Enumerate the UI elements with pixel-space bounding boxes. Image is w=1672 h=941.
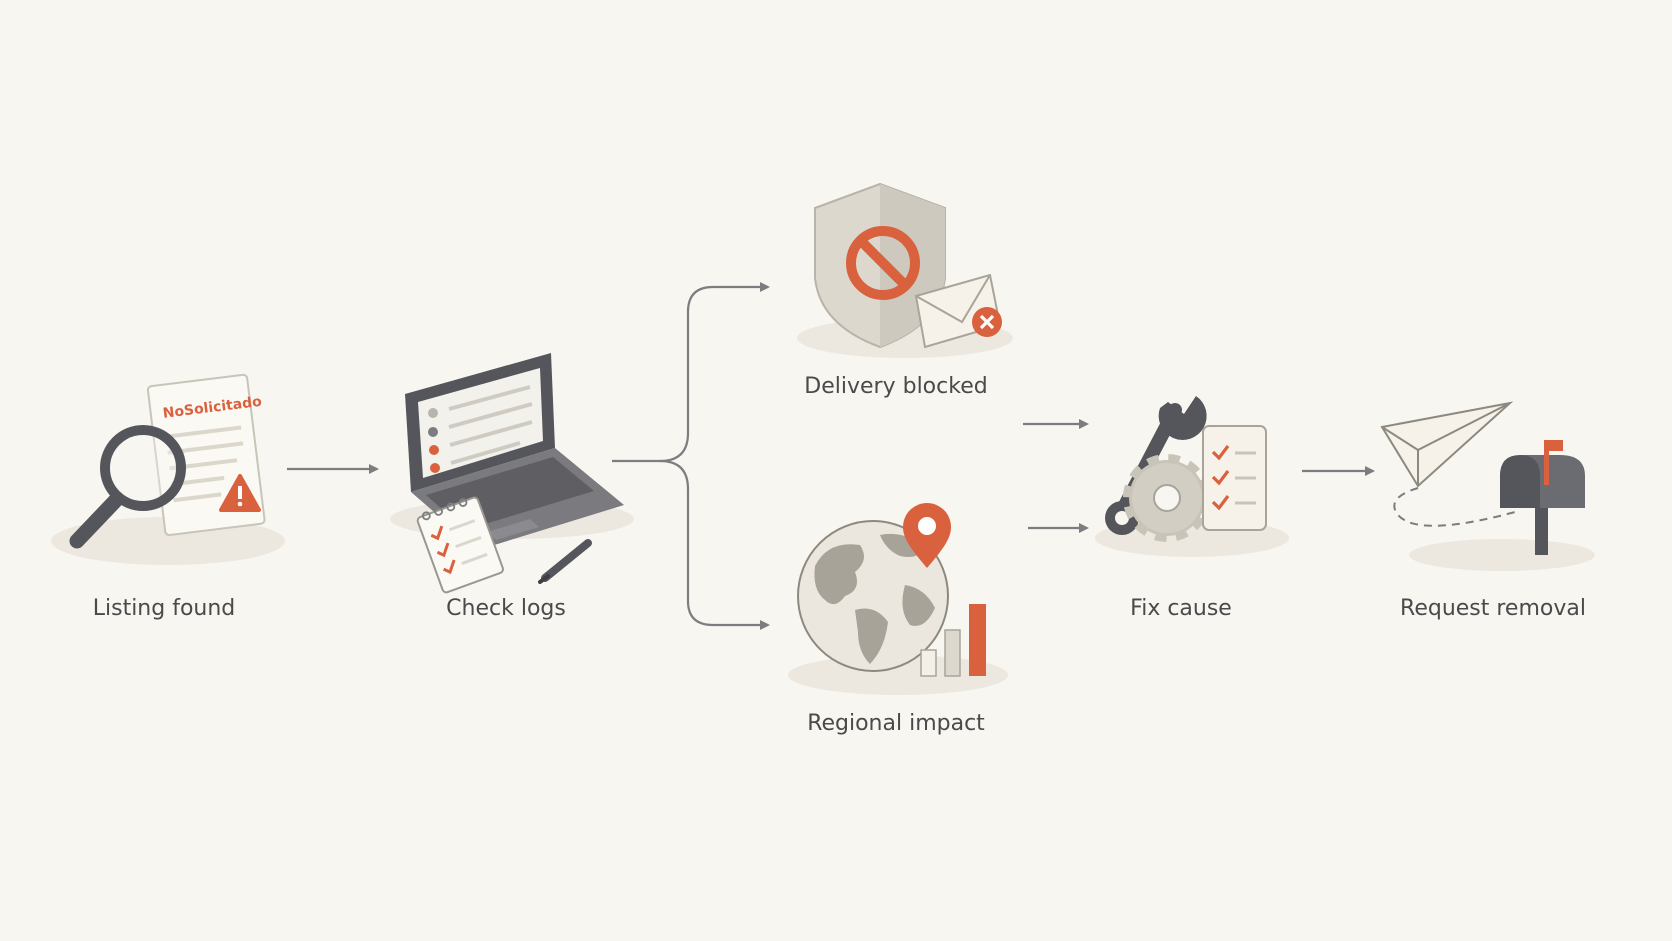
bar-chart-icon xyxy=(920,604,986,677)
dashed-flight-path xyxy=(1393,487,1516,527)
wrench-gear-checklist-icon xyxy=(1095,396,1289,557)
location-pin-icon xyxy=(903,503,951,568)
checklist-card-icon xyxy=(1202,425,1267,531)
paper-plane-mailbox-icon xyxy=(1380,401,1595,571)
branch-connector xyxy=(612,282,770,463)
warning-triangle-icon xyxy=(219,474,261,512)
step-label-regional-impact: Regional impact xyxy=(807,711,985,736)
globe-location-chart-icon xyxy=(788,503,1008,695)
prohibited-icon xyxy=(846,226,920,300)
step-label-check-logs: Check logs xyxy=(446,596,566,621)
magnifier-document-warning-icon: NoSolicitado xyxy=(51,373,285,565)
magnifying-glass-icon xyxy=(69,425,186,549)
checklist-notepad-icon xyxy=(416,496,504,594)
gear-icon xyxy=(1123,454,1211,542)
globe-icon xyxy=(797,520,949,672)
step-label-fix-cause: Fix cause xyxy=(1130,596,1232,621)
laptop-log-checklist-icon xyxy=(390,353,634,594)
paper-plane-icon xyxy=(1380,401,1514,488)
shield-blocked-email-icon xyxy=(797,182,1013,358)
connectors xyxy=(287,282,1375,630)
mailbox-icon xyxy=(1500,440,1585,555)
error-badge-icon xyxy=(972,307,1002,337)
branch-connector-lower xyxy=(659,459,770,630)
step-label-request-removal: Request removal xyxy=(1400,596,1586,621)
step-label-listing-found: Listing found xyxy=(92,596,236,621)
step-label-delivery-blocked: Delivery blocked xyxy=(804,374,988,399)
pen-icon xyxy=(538,539,592,584)
